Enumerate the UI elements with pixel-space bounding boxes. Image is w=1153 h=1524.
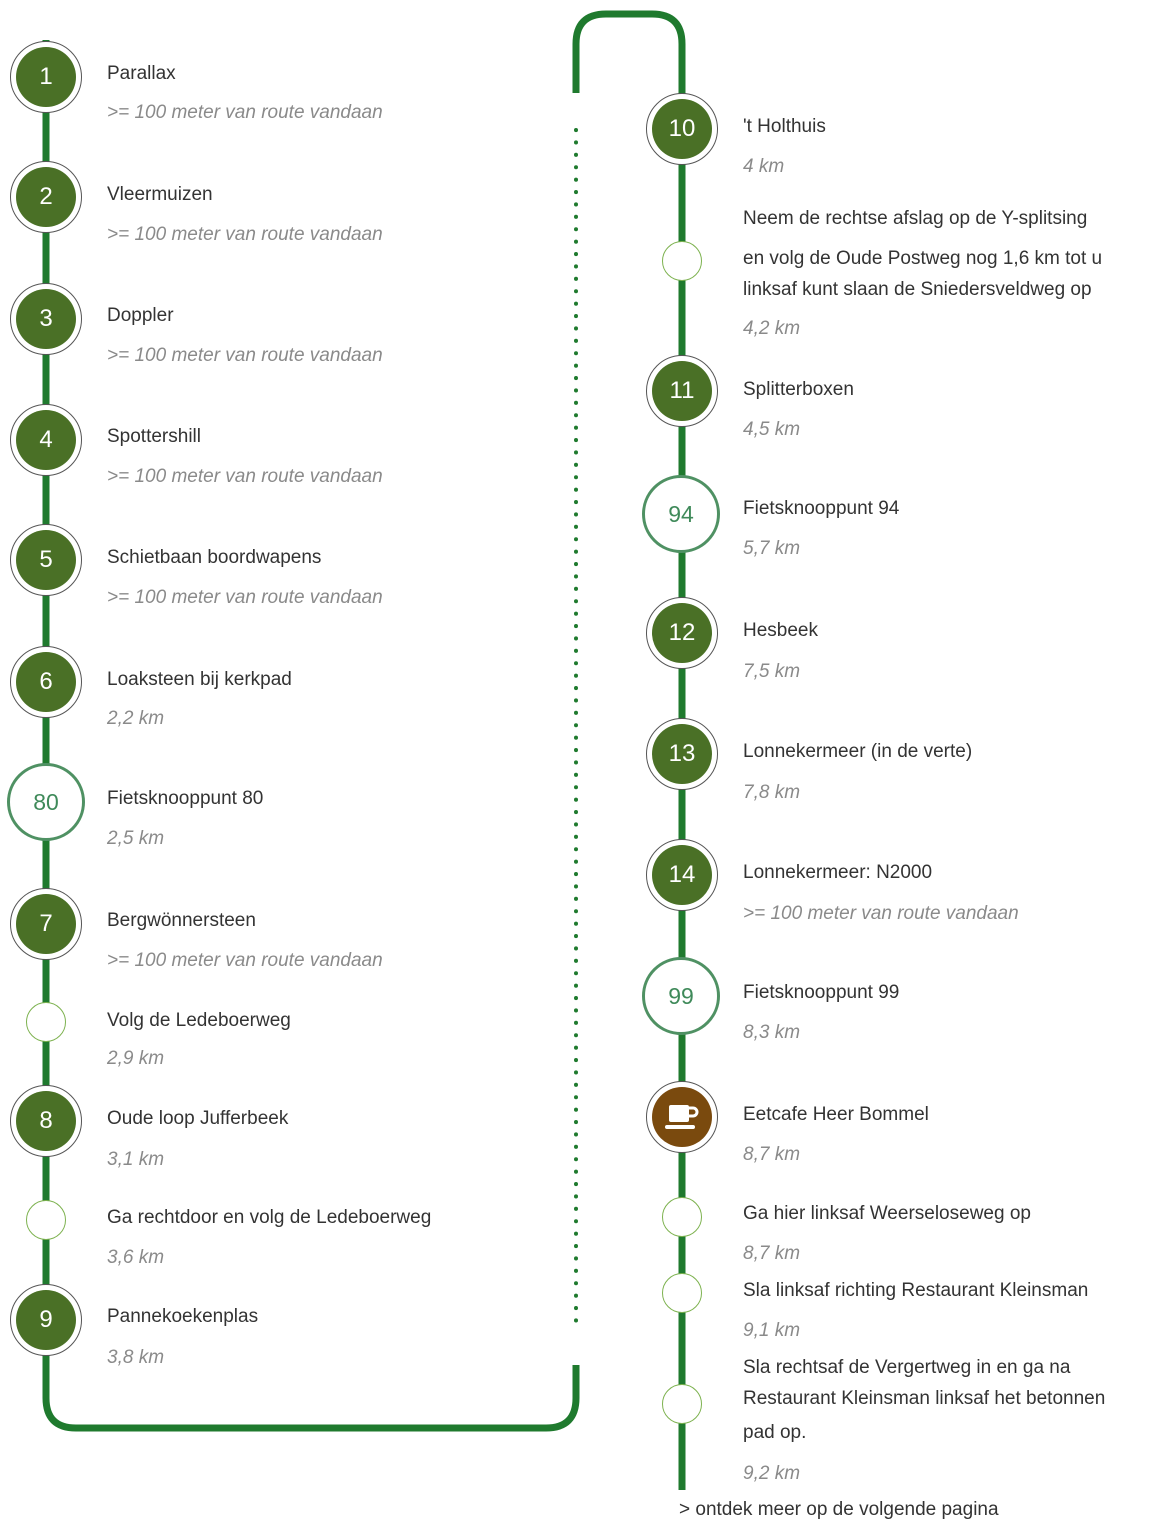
stop-distance: 7,5 km bbox=[743, 661, 801, 682]
stop-number-badge: 8 bbox=[10, 1085, 82, 1157]
stop-number-badge: 6 bbox=[10, 646, 82, 718]
stop-number-badge: 14 bbox=[646, 839, 718, 911]
stop-distance: 7,8 km bbox=[743, 782, 801, 803]
stop-number-badge: 10 bbox=[646, 93, 718, 165]
badge-number: 1 bbox=[16, 47, 76, 107]
next-page-link[interactable]: > ontdek meer op de volgende pagina bbox=[679, 1499, 999, 1520]
waypoint-marker bbox=[662, 241, 702, 281]
stop-number-badge: 11 bbox=[646, 355, 718, 427]
stop-distance: 8,3 km bbox=[743, 1022, 801, 1043]
instruction-text: Ga rechtdoor en volg de Ledeboerweg bbox=[107, 1207, 432, 1228]
stop-distance: 3,1 km bbox=[107, 1149, 165, 1170]
instruction-text: Ga hier linksaf Weerseloseweg op bbox=[743, 1203, 1031, 1224]
stop-distance: 4,5 km bbox=[743, 419, 801, 440]
badge-number: 5 bbox=[16, 530, 76, 590]
waypoint-marker bbox=[662, 1197, 702, 1237]
badge-number: 12 bbox=[652, 603, 712, 663]
instruction-text-line: en volg de Oude Postweg nog 1,6 km tot u bbox=[743, 248, 1103, 269]
stop-title: Parallax bbox=[107, 63, 176, 84]
stop-number-badge: 13 bbox=[646, 718, 718, 790]
stop-title: Fietsknooppunt 80 bbox=[107, 788, 264, 809]
stop-distance: >= 100 meter van route vandaan bbox=[107, 950, 383, 971]
stop-number-badge: 12 bbox=[646, 597, 718, 669]
cafe-badge bbox=[646, 1081, 718, 1153]
stop-title: Fietsknooppunt 99 bbox=[743, 982, 900, 1003]
badge-number: 11 bbox=[652, 361, 712, 421]
stop-title: Bergwönnersteen bbox=[107, 910, 256, 931]
stop-distance: >= 100 meter van route vandaan bbox=[107, 102, 383, 123]
stop-distance: 8,7 km bbox=[743, 1144, 801, 1165]
stop-number-badge: 1 bbox=[10, 41, 82, 113]
instruction-text-line: linksaf kunt slaan de Sniedersveldweg op bbox=[743, 279, 1092, 300]
stop-title: Hesbeek bbox=[743, 620, 818, 641]
badge-number: 8 bbox=[16, 1091, 76, 1151]
stop-distance: 2,5 km bbox=[107, 828, 165, 849]
stop-number-badge: 5 bbox=[10, 524, 82, 596]
instruction-text-line: Sla rechtsaf de Vergertweg in en ga na bbox=[743, 1357, 1071, 1378]
badge-number: 2 bbox=[16, 167, 76, 227]
stop-distance: 3,6 km bbox=[107, 1247, 165, 1268]
waypoint-marker bbox=[662, 1273, 702, 1313]
stop-number-badge: 2 bbox=[10, 161, 82, 233]
waypoint-marker bbox=[26, 1002, 66, 1042]
stop-number-badge: 7 bbox=[10, 888, 82, 960]
stop-distance: >= 100 meter van route vandaan bbox=[107, 466, 383, 487]
stop-title: Vleermuizen bbox=[107, 184, 213, 205]
stop-number-badge: 4 bbox=[10, 404, 82, 476]
badge-number: 6 bbox=[16, 652, 76, 712]
stop-distance: 4,2 km bbox=[743, 318, 801, 339]
coffee-cup-icon bbox=[665, 1105, 699, 1129]
stop-title: Lonnekermeer (in de verte) bbox=[743, 741, 973, 762]
badge-number: 4 bbox=[16, 410, 76, 470]
waypoint-marker bbox=[26, 1200, 66, 1240]
stop-title: Schietbaan boordwapens bbox=[107, 547, 322, 568]
stop-title: Spottershill bbox=[107, 426, 201, 447]
badge-number: 3 bbox=[16, 289, 76, 349]
badge-number: 9 bbox=[16, 1290, 76, 1350]
stop-distance: >= 100 meter van route vandaan bbox=[107, 224, 383, 245]
instruction-text-line: Restaurant Kleinsman linksaf het betonne… bbox=[743, 1388, 1106, 1409]
stop-title: Oude loop Jufferbeek bbox=[107, 1108, 289, 1129]
stop-distance: 4 km bbox=[743, 156, 785, 177]
stop-number-badge: 9 bbox=[10, 1284, 82, 1356]
stop-distance: 9,2 km bbox=[743, 1463, 801, 1484]
stop-title: Eetcafe Heer Bommel bbox=[743, 1104, 929, 1125]
stop-distance: >= 100 meter van route vandaan bbox=[107, 345, 383, 366]
stop-distance: 5,7 km bbox=[743, 538, 801, 559]
instruction-text: Volg de Ledeboerweg bbox=[107, 1010, 291, 1031]
cycle-node-badge: 80 bbox=[7, 763, 85, 841]
instruction-text-line: pad op. bbox=[743, 1422, 807, 1443]
badge-number: 13 bbox=[652, 724, 712, 784]
stop-title: Pannekoekenplas bbox=[107, 1306, 259, 1327]
stop-distance: 9,1 km bbox=[743, 1320, 801, 1341]
stop-distance: >= 100 meter van route vandaan bbox=[107, 587, 383, 608]
stop-distance: 8,7 km bbox=[743, 1243, 801, 1264]
stop-distance: 2,2 km bbox=[107, 708, 165, 729]
badge-number: 7 bbox=[16, 894, 76, 954]
badge-number: 10 bbox=[652, 99, 712, 159]
stop-distance: >= 100 meter van route vandaan bbox=[743, 903, 1019, 924]
cycle-node-badge: 99 bbox=[642, 957, 720, 1035]
instruction-text-line: Neem de rechtse afslag op de Y-splitsing bbox=[743, 208, 1088, 229]
stop-distance: 2,9 km bbox=[107, 1048, 165, 1069]
stop-title: Splitterboxen bbox=[743, 379, 854, 400]
stop-title: Fietsknooppunt 94 bbox=[743, 498, 900, 519]
badge-number: 14 bbox=[652, 845, 712, 905]
stop-title: Loaksteen bij kerkpad bbox=[107, 669, 292, 690]
instruction-text: Sla linksaf richting Restaurant Kleinsma… bbox=[743, 1280, 1089, 1301]
stop-title: Doppler bbox=[107, 305, 174, 326]
waypoint-marker bbox=[662, 1384, 702, 1424]
stop-distance: 3,8 km bbox=[107, 1347, 165, 1368]
cycle-node-badge: 94 bbox=[642, 475, 720, 553]
stop-title: Lonnekermeer: N2000 bbox=[743, 862, 933, 883]
cafe-badge-inner bbox=[652, 1087, 712, 1147]
stop-title: 't Holthuis bbox=[743, 116, 826, 137]
stop-number-badge: 3 bbox=[10, 283, 82, 355]
